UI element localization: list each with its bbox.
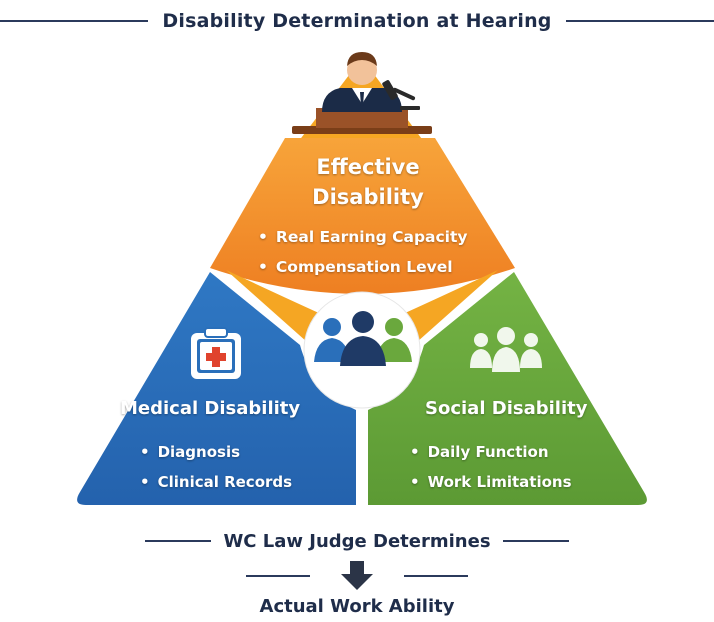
right-accent-wedge (394, 270, 498, 350)
determiner-row: WC Law Judge Determines (0, 527, 714, 555)
podium-icon (292, 108, 432, 134)
effective-disability-title-line-1: Effective (316, 155, 420, 179)
title-divider-right (565, 20, 714, 22)
title-divider-left (0, 20, 149, 22)
medical-disability-bullets: Diagnosis Clinical Records (140, 437, 292, 497)
bullet-clinical-records: Clinical Records (140, 467, 292, 497)
determiner-divider-right (502, 540, 569, 542)
determiner-divider-left (145, 540, 212, 542)
diagram-title: Disability Determination at Hearing (162, 10, 552, 32)
bullet-work-limitations: Work Limitations (410, 467, 572, 497)
arrow-divider-right (404, 575, 468, 577)
bullet-real-earning-capacity: Real Earning Capacity (258, 222, 468, 252)
social-disability-title: Social Disability (425, 398, 588, 419)
effective-disability-bullets: Real Earning Capacity Compensation Level (258, 222, 468, 282)
arrow-divider-left (246, 575, 310, 577)
effective-disability-title-line-2: Disability (312, 185, 424, 209)
result-text: Actual Work Ability (259, 596, 455, 617)
people-icon (470, 327, 542, 372)
judge-icon (322, 52, 402, 112)
bullet-compensation-level: Compensation Level (258, 252, 468, 282)
group-icon (314, 311, 412, 366)
down-arrow-icon (341, 561, 373, 590)
bullet-daily-function: Daily Function (410, 437, 572, 467)
social-disability-bullets: Daily Function Work Limitations (410, 437, 572, 497)
arrow-row (0, 561, 714, 591)
left-accent-wedge (226, 270, 330, 350)
medical-disability-title: Medical Disability (120, 398, 301, 419)
medical-clipboard-icon (191, 327, 241, 379)
bullet-diagnosis: Diagnosis (140, 437, 292, 467)
title-row: Disability Determination at Hearing (0, 6, 714, 36)
gavel-icon (382, 80, 420, 110)
effective-disability-title: Effective Disability (250, 152, 486, 212)
determiner-text: WC Law Judge Determines (223, 530, 491, 552)
